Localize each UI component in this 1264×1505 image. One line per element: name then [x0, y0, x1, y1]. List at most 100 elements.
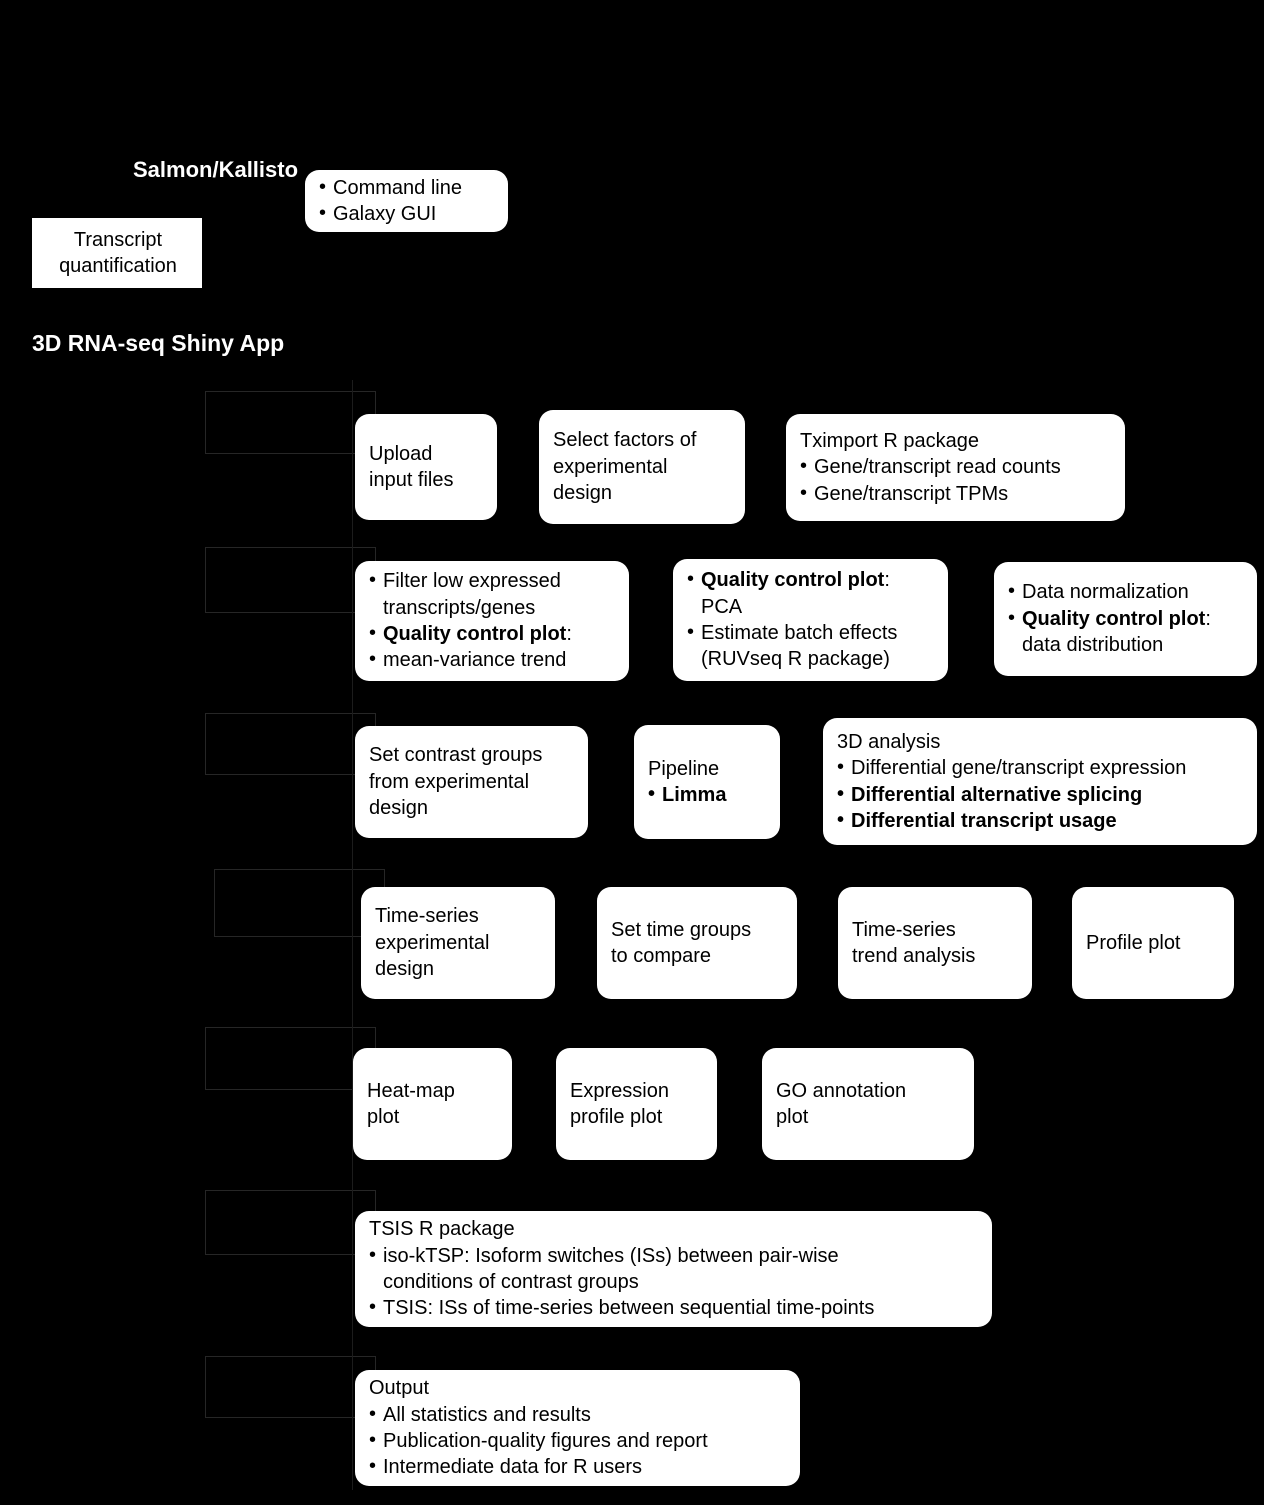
- box-line: Time-series: [375, 905, 479, 928]
- box-bullet: Gene/transcript TPMs: [800, 480, 1113, 507]
- box-expression-profile-plot: Expression profile plot: [556, 1048, 717, 1160]
- stage-box-row-4: [214, 869, 385, 937]
- box-bullet: Estimate batch effects: [687, 619, 936, 646]
- arrow-icon: [558, 934, 596, 952]
- bullet-continuation: transcripts/genes: [383, 596, 536, 619]
- box-bullet: Publication-quality figures and report: [369, 1427, 788, 1454]
- box-line: Heat-map: [367, 1079, 455, 1102]
- box-line: design: [375, 958, 434, 981]
- box-line: to compare: [611, 945, 712, 967]
- arrow-icon: [592, 773, 630, 791]
- box-filter-low-expressed: Filter low expressed transcripts/genes Q…: [355, 561, 629, 681]
- box-transcript-quantification: Transcript quantification: [32, 218, 202, 288]
- box-bullet: Galaxy GUI: [319, 200, 496, 227]
- arrow-icon: [951, 612, 989, 630]
- box-line: Select factors of: [553, 429, 697, 452]
- box-line: experimental: [375, 931, 490, 954]
- stage-box-row-6: [205, 1190, 376, 1255]
- arrow-icon: [1035, 934, 1073, 952]
- box-bullet: Intermediate data for R users: [369, 1453, 788, 1480]
- box-timeseries-design: Time-series experimental design: [361, 887, 555, 999]
- box-line: experimental: [553, 455, 668, 478]
- box-bullet: Command line: [319, 174, 496, 201]
- box-output: Output All statistics and results Public…: [355, 1370, 800, 1486]
- bullet-text: Filter low expressed: [383, 570, 561, 593]
- box-profile-plot: Profile plot: [1072, 887, 1234, 999]
- box-line: Profile plot: [1086, 931, 1181, 954]
- box-go-annotation-plot: GO annotation plot: [762, 1048, 974, 1160]
- arrow-icon: [783, 773, 821, 791]
- box-line: Upload: [369, 442, 433, 465]
- connector-spine: [352, 380, 353, 1490]
- box-set-time-groups: Set time groups to compare: [597, 887, 797, 999]
- box-bullet: Filter low expressed: [369, 567, 617, 594]
- box-bullet: Quality control plot:: [1008, 605, 1245, 632]
- box-set-contrast-groups: Set contrast groups from experimental de…: [355, 726, 588, 838]
- box-line: quantification: [59, 255, 177, 277]
- box-line: plot: [367, 1106, 400, 1128]
- box-bullet: Data normalization: [1008, 578, 1245, 605]
- box-timeseries-trend-analysis: Time-series trend analysis: [838, 887, 1032, 999]
- box-bullet: iso-kTSP: Isoform switches (ISs) between…: [369, 1242, 980, 1269]
- box-transcript-quantification-tools: Command line Galaxy GUI: [305, 170, 508, 232]
- arrow-icon: [632, 612, 670, 630]
- box-line: Expression: [570, 1079, 669, 1102]
- box-bullet: Quality control plot:: [369, 620, 617, 647]
- box-select-factors: Select factors of experimental design: [539, 410, 745, 524]
- box-line: design: [553, 482, 612, 505]
- box-qc-pca: Quality control plot: PCA Estimate batch…: [673, 559, 948, 681]
- stage-box-row-5: [205, 1027, 376, 1090]
- heading-3d-rnaseq-shiny-app: 3D RNA-seq Shiny App: [32, 330, 285, 356]
- box-line: design: [369, 797, 428, 820]
- bullet-continuation: conditions of contrast groups: [383, 1271, 639, 1293]
- box-heatmap-plot: Heat-map plot: [353, 1048, 512, 1160]
- box-title: Output: [369, 1377, 430, 1400]
- box-line: input files: [369, 469, 454, 491]
- box-line: plot: [776, 1106, 809, 1128]
- box-data-normalization: Data normalization Quality control plot:…: [994, 562, 1257, 676]
- box-bullet: Limma: [648, 781, 768, 808]
- box-bullet: Differential alternative splicing: [837, 780, 1245, 808]
- stage-box-row-3: [205, 713, 376, 775]
- box-bullet: All statistics and results: [369, 1401, 788, 1428]
- box-3d-analysis: 3D analysis Differential gene/transcript…: [823, 718, 1257, 845]
- arrow-icon: [720, 1095, 758, 1113]
- box-line: Set time groups: [611, 918, 752, 941]
- box-line: Time-series: [852, 918, 956, 941]
- box-title: TSIS R package: [369, 1218, 515, 1241]
- box-bullet: mean-variance trend: [369, 646, 617, 673]
- box-line: GO annotation: [776, 1079, 907, 1102]
- box-bullet: TSIS: ISs of time-series between sequent…: [369, 1294, 980, 1321]
- box-line: Transcript: [73, 228, 163, 251]
- box-title: Tximport R package: [800, 429, 979, 452]
- arrow-icon: [500, 458, 538, 476]
- bullet-text: :: [884, 569, 890, 592]
- box-title: Pipeline: [648, 757, 720, 780]
- box-bullet: Differential transcript usage: [837, 807, 1245, 834]
- box-upload-input-files: Upload input files: [355, 414, 497, 520]
- box-bullet: Gene/transcript read counts: [800, 453, 1113, 480]
- bullet-text: :: [1205, 607, 1211, 630]
- bullet-continuation: data distribution: [1022, 634, 1164, 657]
- box-title: 3D analysis: [837, 730, 941, 753]
- heading-salmon-kallisto: Salmon/Kallisto: [133, 157, 299, 182]
- box-pipeline-limma: Pipeline Limma: [634, 725, 780, 839]
- box-line: profile plot: [570, 1106, 663, 1128]
- box-line: trend analysis: [852, 945, 976, 967]
- bullet-text-bold: Quality control plot: [383, 623, 567, 645]
- stage-box-row-1: [205, 391, 376, 454]
- box-bullet: Differential gene/transcript expression: [837, 754, 1245, 781]
- arrow-icon: [515, 1095, 553, 1113]
- bullet-text: :: [566, 623, 572, 645]
- stage-box-row-2: [205, 547, 376, 613]
- bullet-continuation: PCA: [701, 595, 743, 618]
- box-line: Set contrast groups: [369, 744, 543, 767]
- bullet-text-bold: Quality control plot: [701, 569, 885, 592]
- bullet-continuation: (RUVseq R package): [701, 648, 890, 671]
- stage-box-row-7: [205, 1356, 376, 1418]
- box-bullet: Quality control plot:: [687, 566, 936, 593]
- box-line: from experimental: [369, 770, 530, 793]
- box-tsis-r-package: TSIS R package iso-kTSP: Isoform switche…: [355, 1211, 992, 1327]
- arrow-icon: [748, 458, 786, 476]
